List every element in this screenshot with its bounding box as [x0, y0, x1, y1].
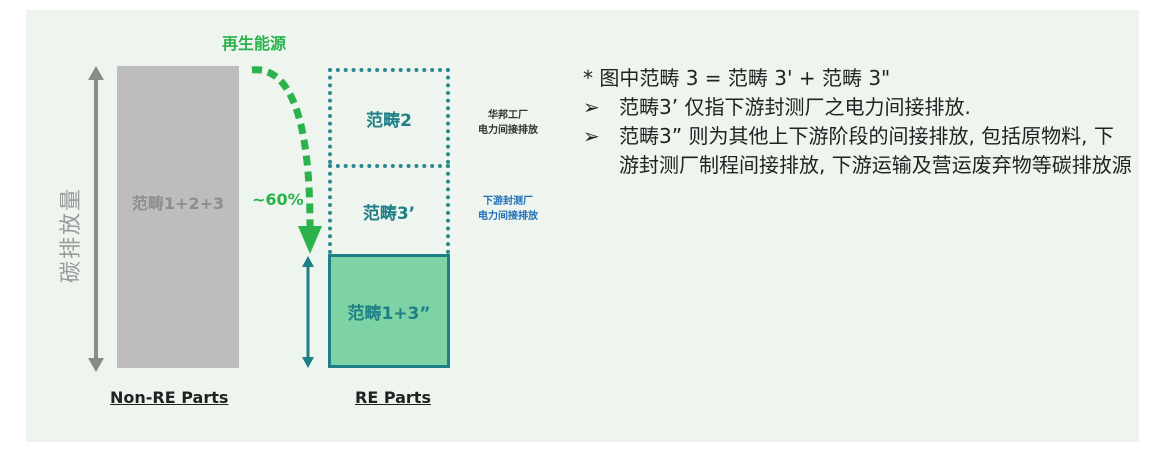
scope13-box: 范畴1+3” [328, 254, 450, 368]
note-bullet: ➢ 范畴3’ 仅指下游封测厂之电力间接排放. [583, 93, 1133, 122]
scope3-prime-label: 范畴3’ [362, 203, 416, 224]
scope3-side-note: 下游封测厂 电力间接排放 [463, 194, 553, 224]
non-re-bar-label: 范畴1+2+3 [131, 194, 225, 213]
y-axis-label: 碳排放量 [59, 186, 84, 283]
scope13-label: 范畴1+3” [347, 303, 431, 324]
notes-block: * 图中范畴 3 = 范畴 3' + 范畴 3" ➢ 范畴3’ 仅指下游封测厂之… [583, 64, 1133, 180]
renewable-label: 再生能源 [222, 34, 287, 53]
bullet-text: 范畴3’ 仅指下游封测厂之电力间接排放. [619, 95, 971, 119]
scope2-side-line2: 电力间接排放 [478, 125, 538, 136]
note-bullet: ➢ 范畴3” 则为其他上下游阶段的间接排放, 包括原物料, 下游封测厂制程间接排… [583, 122, 1133, 180]
re-x-label: RE Parts [355, 388, 431, 407]
bullet-text: 范畴3” 则为其他上下游阶段的间接排放, 包括原物料, 下游封测厂制程间接排放,… [619, 124, 1132, 177]
bullet-marker-icon: ➢ [583, 124, 600, 148]
scope2-side-note: 华邦工厂 电力间接排放 [463, 108, 553, 138]
bullet-marker-icon: ➢ [583, 95, 600, 119]
scope2-label: 范畴2 [366, 110, 412, 131]
scope3-prime-box: 范畴3’ [328, 164, 450, 254]
scope13-double-arrow-icon [302, 256, 314, 368]
notes-line1: * 图中范畴 3 = 范畴 3' + 范畴 3" [583, 66, 891, 90]
percent-label: ~60% [252, 190, 304, 209]
scope2-box: 范畴2 [328, 68, 450, 164]
non-re-x-label: Non-RE Parts [110, 388, 229, 407]
scope2-side-line1: 华邦工厂 [488, 110, 528, 121]
y-axis-double-arrow-icon [88, 66, 104, 372]
scope3-side-line1: 下游封测厂 [483, 196, 533, 207]
non-re-bar [117, 66, 239, 368]
scope3-side-line2: 电力间接排放 [478, 211, 538, 222]
renewable-arrow-icon [251, 66, 322, 254]
